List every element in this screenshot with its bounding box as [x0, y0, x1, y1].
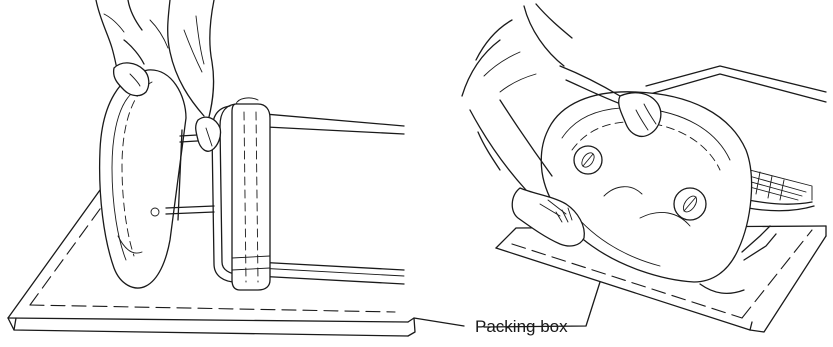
packing-box-label: Packing box: [475, 317, 568, 336]
knob-lower: [674, 188, 706, 220]
console-left: [100, 70, 214, 288]
packing-box-left: [8, 165, 415, 336]
knob-upper: [574, 146, 602, 174]
packing-box-callout: Packing box: [414, 282, 600, 336]
treadmill-frame-left: [212, 98, 404, 290]
right-illustration: [462, 4, 826, 332]
left-illustration: [8, 0, 415, 336]
leader-line-left: [414, 318, 464, 326]
